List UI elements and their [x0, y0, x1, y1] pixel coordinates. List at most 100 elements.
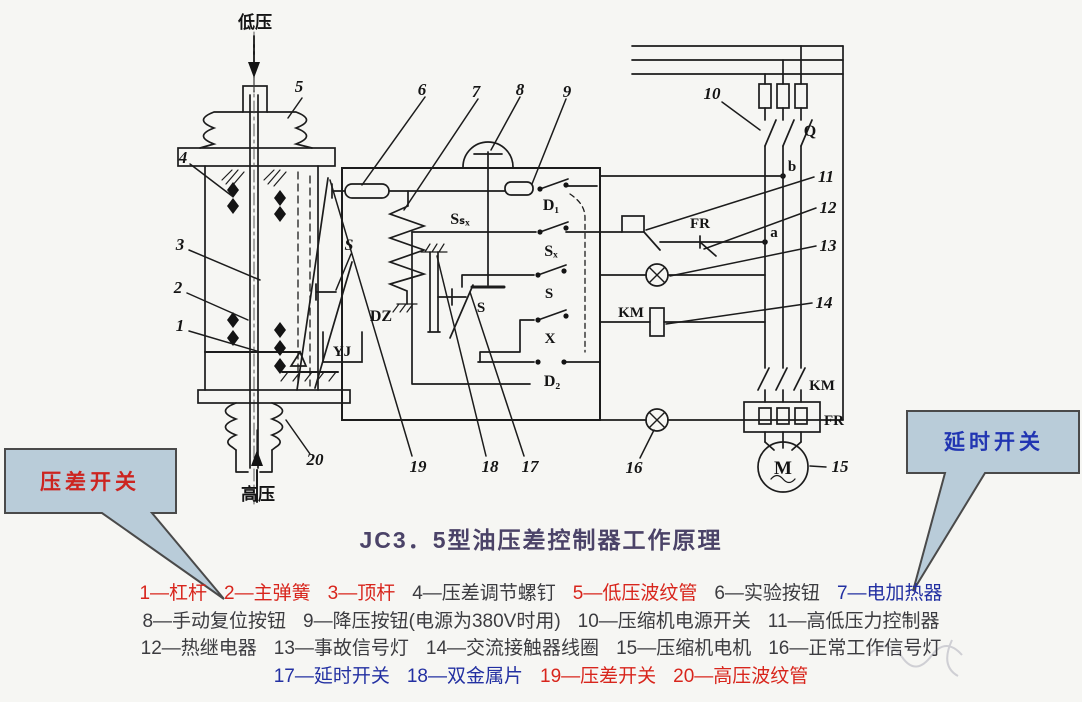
- legend-item: 20—高压波纹管: [673, 665, 809, 687]
- legend-item: 12—热继电器: [140, 638, 257, 659]
- fuse-symbol: [776, 83, 790, 109]
- legend: 1—杠杆 2—主弹簧 3—顶杆 4—压差调节螺钉 5—低压波纹管 6—实验按钮 7—电加热器…: [0, 580, 1082, 690]
- label-yj: YJ: [333, 344, 352, 360]
- label-n8: 8: [516, 80, 525, 99]
- legend-item: 16—正常工作信号灯: [768, 638, 942, 659]
- normal-lamp-symbol: [645, 408, 669, 432]
- legend-item: 10—压缩机电源开关: [577, 610, 751, 632]
- label-n19: 19: [410, 457, 428, 476]
- label-km-coil: KM: [618, 305, 644, 321]
- legend-item: 14—交流接触器线圈: [425, 638, 600, 659]
- legend-item: 3—顶杆: [327, 583, 396, 604]
- label-sx: Sₓ: [544, 243, 558, 260]
- label-n10: 10: [704, 84, 722, 103]
- fuse-symbol: [794, 83, 808, 109]
- legend-row: 1—杠杆 2—主弹簧 3—顶杆 4—压差调节螺钉 5—低压波纹管 6—实验按钮 7—电加热器: [0, 580, 1082, 608]
- legend-item: 4—压差调节螺钉: [412, 583, 556, 604]
- label-s-row: S: [545, 286, 553, 302]
- controller-box: [331, 141, 601, 421]
- label-n12: 12: [820, 198, 838, 217]
- km-contacts-symbol: [757, 367, 806, 391]
- callout-right: 延时开关: [906, 410, 1080, 592]
- legend-item: 17—延时开关: [273, 665, 390, 687]
- diagram-title: JC3．5型油压差控制器工作原理: [359, 527, 723, 553]
- schematic-labels: 低压 高压 5 4 3 2 1 20 S YJ 6 7 8 9 DZ Sₛₓ S…: [173, 12, 849, 504]
- legend-item: 7—电加热器: [836, 583, 943, 604]
- label-q: Q: [804, 123, 816, 140]
- leader-lines: [186, 96, 827, 468]
- high-pressure-label: 高压: [241, 484, 275, 504]
- label-d2: D₂: [544, 373, 561, 390]
- label-d1: D₁: [543, 197, 560, 214]
- callout-right-bubble: [906, 410, 1080, 592]
- label-n3: 3: [175, 235, 185, 254]
- label-n13: 13: [820, 236, 838, 255]
- fr-contact-symbol: [699, 235, 717, 257]
- test-button-symbol: [344, 183, 390, 199]
- spring-coils: [227, 62, 286, 466]
- legend-item: 5—低压波纹管: [572, 583, 698, 604]
- legend-row: 17—延时开关 18—双金属片 19—压差开关 20—高压波纹管: [0, 663, 1082, 691]
- callout-left-bubble: [4, 448, 225, 600]
- label-dz: DZ: [370, 308, 392, 325]
- label-n1: 1: [176, 316, 185, 335]
- legend-item: 8—手动复位按钮: [142, 610, 287, 632]
- legend-item: 6—实验按钮: [714, 583, 820, 604]
- bimetal-strip-symbol: [427, 251, 441, 333]
- callout-right-text: 延时开关: [943, 430, 1044, 454]
- legend-item: 13—事故信号灯: [273, 638, 409, 659]
- heater-element-symbol: [387, 190, 427, 305]
- label-s-lever: S: [345, 237, 354, 254]
- pressure-switch-assembly: [177, 31, 363, 506]
- label-n2: 2: [173, 278, 183, 297]
- label-n14: 14: [816, 293, 833, 312]
- contact-linkage-dashed: [569, 193, 586, 353]
- motor-symbol: [757, 441, 809, 493]
- fault-lamp-symbol: [645, 263, 669, 287]
- legend-item: 2—主弹簧: [224, 583, 311, 604]
- label-n9: 9: [563, 82, 572, 101]
- label-n5: 5: [295, 77, 304, 96]
- label-n4: 4: [178, 148, 188, 167]
- label-n11: 11: [818, 167, 834, 186]
- legend-item: 19—压差开关: [540, 665, 657, 687]
- step-down-button-symbol: [504, 181, 534, 196]
- label-km-contacts: KM: [809, 378, 835, 394]
- power-circuit: [565, 45, 844, 493]
- label-n7: 7: [472, 82, 482, 101]
- reset-button-symbol: [462, 141, 514, 168]
- legend-item: 15—压缩机电机: [616, 638, 752, 659]
- label-n16: 16: [626, 458, 644, 477]
- label-ssx: Sₛₓ: [450, 211, 470, 228]
- legend-item: 11—高低压力控制器: [767, 610, 940, 632]
- label-n18: 18: [482, 457, 500, 476]
- callout-left-text: 压差开关: [40, 470, 140, 494]
- label-motor: M: [774, 458, 792, 479]
- fuse-symbol: [758, 83, 772, 109]
- km-coil-symbol: [649, 307, 665, 337]
- label-fr-contact: FR: [690, 216, 710, 232]
- label-n15: 15: [832, 457, 850, 476]
- label-fr-box: FR: [824, 413, 844, 429]
- label-n6: 6: [418, 80, 427, 99]
- label-n20: 20: [306, 450, 325, 469]
- legend-item: 1—杠杆: [139, 583, 208, 604]
- legend-item: 9—降压按钮(电源为380V时用): [303, 610, 561, 632]
- label-x: X: [545, 331, 556, 347]
- q-switch-levers: [764, 119, 813, 147]
- bellows-flange: [177, 147, 336, 167]
- delay-switch-lever: [449, 284, 474, 339]
- watermark-scribble: [867, 639, 963, 677]
- label-s-actuator: S: [477, 300, 485, 316]
- low-pressure-label: 低压: [237, 12, 272, 32]
- fr-relay-box: [743, 401, 821, 433]
- label-node-b: b: [788, 159, 796, 175]
- label-n17: 17: [522, 457, 541, 476]
- legend-row: 12—热继电器 13—事故信号灯 14—交流接触器线圈 15—压缩机电机 16—正常工作…: [0, 635, 1082, 663]
- callout-left: 压差开关: [4, 448, 225, 600]
- legend-item: 18—双金属片: [406, 665, 523, 687]
- label-node-a: a: [770, 225, 778, 241]
- pressure-controller-symbol: [621, 215, 645, 233]
